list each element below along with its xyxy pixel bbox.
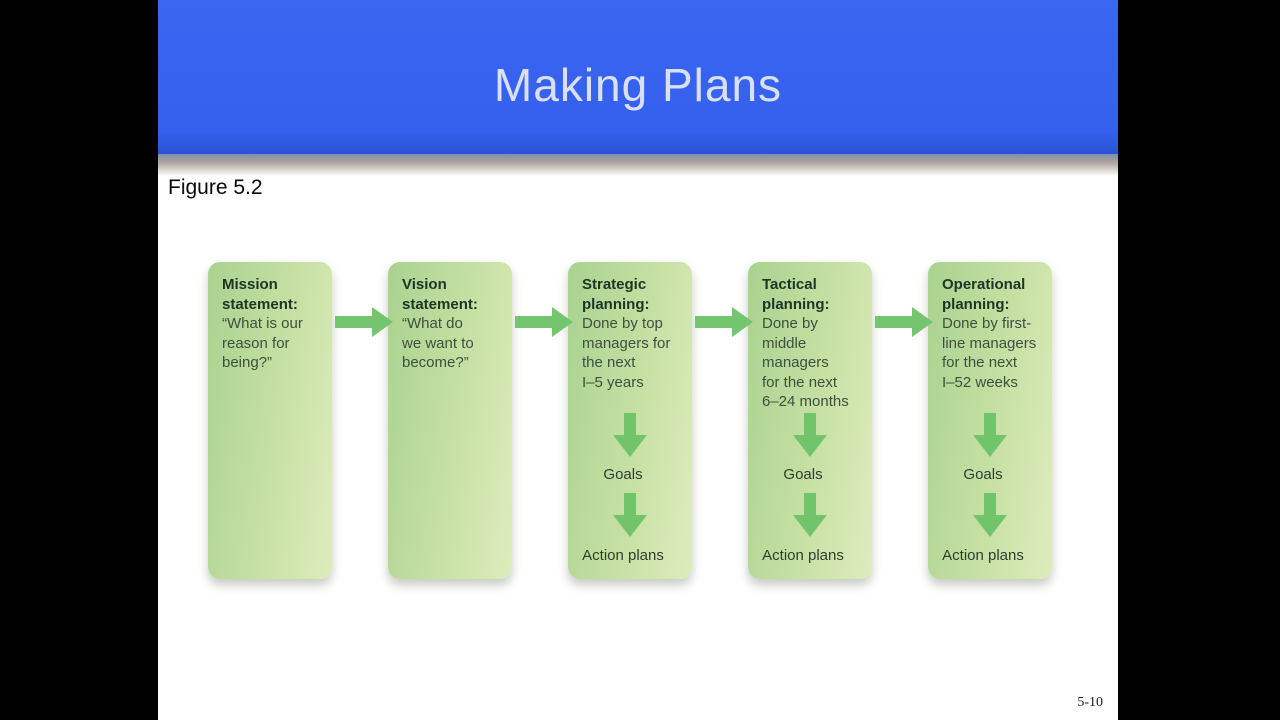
down-arrow-icon (613, 413, 647, 457)
title-bar-shadow (158, 154, 1118, 176)
goals-label: Goals (963, 466, 1003, 483)
right-arrow-icon (695, 307, 753, 337)
down-arrow-icon (973, 493, 1007, 537)
diagram-box-mission: Mission statement: “What is our reason f… (208, 262, 332, 579)
down-arrow-icon (793, 413, 827, 457)
box-body: Done by middle managers for the next 6–2… (762, 315, 849, 410)
box-heading: Operational planning: (942, 276, 1026, 313)
presentation-slide: Making Plans Figure 5.2 Mission statemen… (158, 0, 1118, 720)
box-body: “What is our reason for being?” (222, 315, 303, 371)
diagram-box-tactical: Tactical planning: Done by middle manage… (748, 262, 872, 579)
down-arrow-icon (613, 493, 647, 537)
diagram-box-operational: Operational planning: Done by first- lin… (928, 262, 1052, 579)
box-heading: Strategic planning: (582, 276, 650, 313)
action-plans-label: Action plans (762, 547, 844, 564)
box-heading: Vision statement: (402, 276, 478, 313)
box-heading: Tactical planning: (762, 276, 830, 313)
right-arrow-icon (515, 307, 573, 337)
slide-title-bar: Making Plans (158, 0, 1118, 154)
right-arrow-icon (335, 307, 393, 337)
figure-label: Figure 5.2 (168, 176, 263, 199)
box-body: Done by first- line managers for the nex… (942, 315, 1037, 391)
diagram-box-vision: Vision statement: “What do we want to be… (388, 262, 512, 579)
box-heading: Mission statement: (222, 276, 298, 313)
action-plans-label: Action plans (582, 547, 664, 564)
goals-label: Goals (603, 466, 643, 483)
box-body: Done by top managers for the next I–5 ye… (582, 315, 671, 391)
box-body: “What do we want to become?” (402, 315, 474, 371)
diagram-box-strategic: Strategic planning: Done by top managers… (568, 262, 692, 579)
right-arrow-icon (875, 307, 933, 337)
down-arrow-icon (793, 493, 827, 537)
goals-label: Goals (783, 466, 823, 483)
slide-title: Making Plans (493, 59, 783, 111)
slide-page-number: 5-10 (1077, 695, 1103, 710)
down-arrow-icon (973, 413, 1007, 457)
action-plans-label: Action plans (942, 547, 1024, 564)
